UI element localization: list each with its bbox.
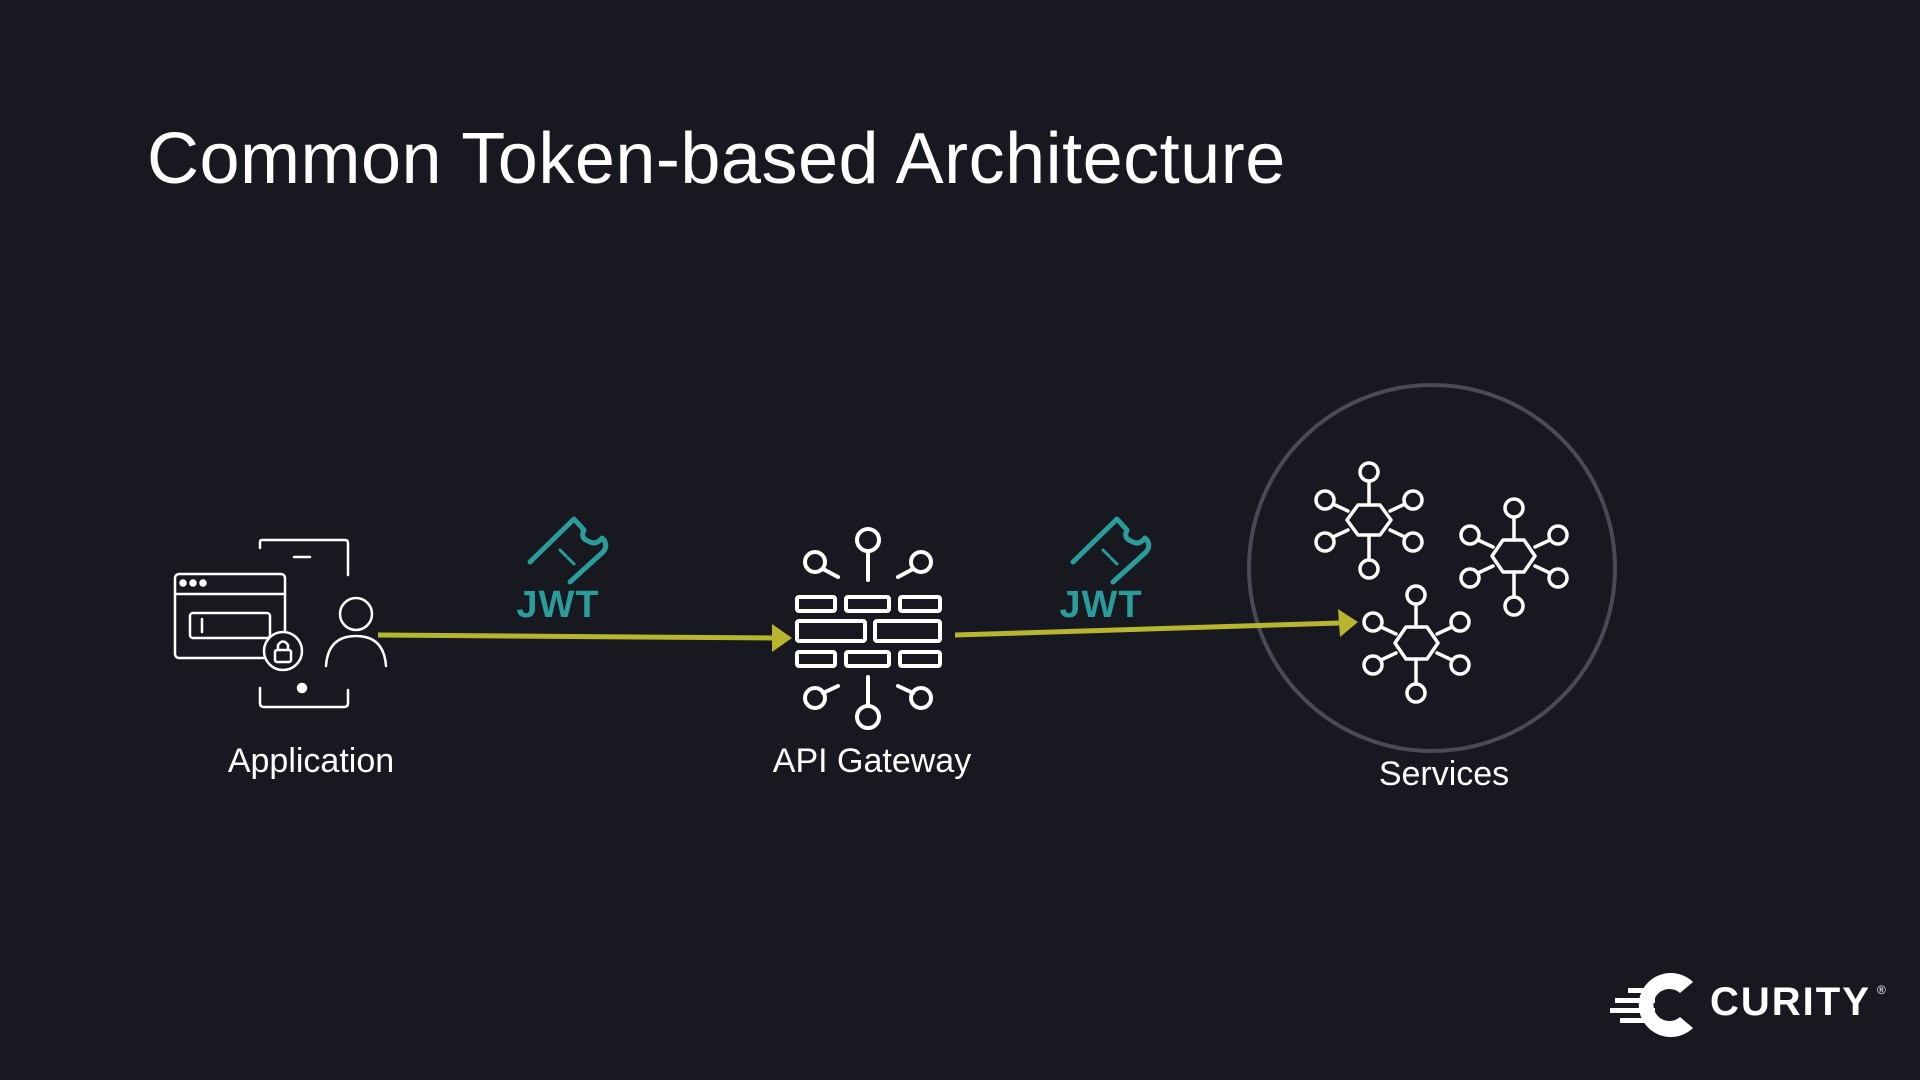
brand-logo-text: CURITY — [1710, 980, 1871, 1024]
application-user-lock-icon — [173, 538, 388, 709]
node-label-services: Services — [1378, 755, 1510, 793]
ticket-icon — [527, 516, 609, 585]
microservices-icon — [1459, 497, 1569, 617]
jwt-token-label: JWT — [516, 584, 600, 626]
curity-logo-icon — [1610, 973, 1693, 1037]
microservices-icon — [1362, 584, 1471, 704]
node-label-application: Application — [227, 742, 395, 780]
slide-title: Common Token-based Architecture — [147, 119, 1286, 199]
edge-application-to-gateway — [377, 624, 792, 652]
registered-mark: ® — [1877, 983, 1886, 997]
ticket-icon — [1070, 516, 1152, 585]
firewall-gateway-icon — [795, 527, 942, 730]
microservices-icon — [1314, 461, 1424, 580]
edge-gateway-to-services — [954, 609, 1358, 638]
services-boundary-circle — [1247, 383, 1617, 753]
jwt-token-label: JWT — [1059, 584, 1143, 626]
node-label-api-gateway: API Gateway — [772, 742, 972, 780]
